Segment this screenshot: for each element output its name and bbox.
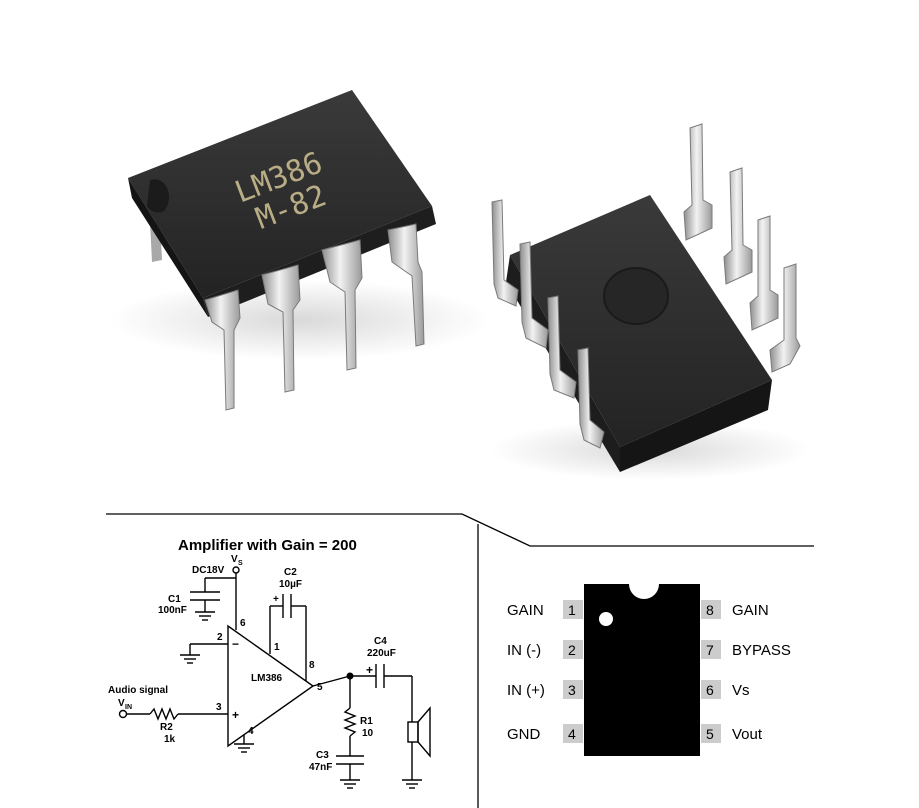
pin-left-3-name: IN (+)	[507, 682, 545, 699]
amplifier-schematic: Amplifier with Gain = 200	[108, 537, 431, 789]
c1-value: 100nF	[158, 605, 187, 616]
pin-right-7-name: BYPASS	[732, 642, 791, 659]
panel-dividers	[106, 513, 814, 808]
pin-right-5-number: 5	[706, 726, 714, 742]
pinout-diagram: LM 386 1 2 3 4 GAIN IN (-) IN (+) GND 8 …	[507, 584, 791, 756]
input-label: Audio signal	[108, 685, 168, 696]
output-junction-dot	[346, 672, 354, 680]
pin1-indicator-dot	[599, 612, 613, 626]
pin-number-8: 8	[309, 660, 315, 671]
pin-left-4-number: 4	[568, 726, 576, 742]
pin-number-2: 2	[217, 632, 223, 643]
c3-value: 47nF	[309, 762, 332, 773]
pin-right-6-number: 6	[706, 682, 714, 698]
pin-right-7-number: 7	[706, 642, 714, 658]
r1-name: R1	[360, 716, 373, 727]
c4-name: C4	[374, 636, 387, 647]
chip-photo-front: LM386 M-82	[110, 90, 490, 411]
pinout-chip-label: LM 386	[630, 632, 650, 692]
c2-name: C2	[284, 567, 297, 578]
pin-left-4-name: GND	[507, 726, 541, 743]
c4-polarity: +	[366, 663, 373, 677]
pin-left-2-name: IN (-)	[507, 642, 541, 659]
opamp-plus: +	[232, 708, 239, 722]
opamp-label: LM386	[251, 673, 283, 684]
pin-right-8-name: GAIN	[732, 602, 769, 619]
pin-right-6-name: Vs	[732, 682, 750, 699]
pin-left-1-name: GAIN	[507, 602, 544, 619]
r2-name: R2	[160, 722, 173, 733]
schematic-title: Amplifier with Gain = 200	[178, 537, 357, 554]
vs-subscript: S	[238, 560, 243, 567]
pin-number-3: 3	[216, 702, 222, 713]
c3-name: C3	[316, 750, 329, 761]
supply-label: DC18V	[192, 565, 225, 576]
pin-left-3-number: 3	[568, 682, 576, 698]
c1-name: C1	[168, 594, 181, 605]
vin-subscript: IN	[125, 704, 132, 711]
pin-left-2-number: 2	[568, 642, 576, 658]
vs-label: V	[231, 554, 238, 565]
chip-legs-front	[204, 223, 425, 411]
c2-value: 10µF	[279, 579, 302, 590]
right-pins: 8 7 6 5 GAIN BYPASS Vs Vout	[701, 600, 791, 743]
left-pins: 1 2 3 4 GAIN IN (-) IN (+) GND	[507, 600, 583, 743]
c2-polarity: +	[273, 594, 279, 605]
pin-number-1: 1	[274, 642, 280, 653]
r2-value: 1k	[164, 734, 176, 745]
pin-right-5-name: Vout	[732, 726, 763, 743]
opamp-minus: −	[232, 637, 239, 651]
pin-left-1-number: 1	[568, 602, 576, 618]
pin-number-5: 5	[317, 682, 323, 693]
vin-label: V	[118, 698, 125, 709]
pin-number-4: 4	[248, 726, 254, 737]
pin-number-6: 6	[240, 618, 246, 629]
r1-value: 10	[362, 728, 374, 739]
chip-photo-back	[490, 123, 810, 480]
c4-value: 220uF	[367, 648, 396, 659]
pinout-chip-body	[584, 584, 700, 756]
pin-right-8-number: 8	[706, 602, 714, 618]
